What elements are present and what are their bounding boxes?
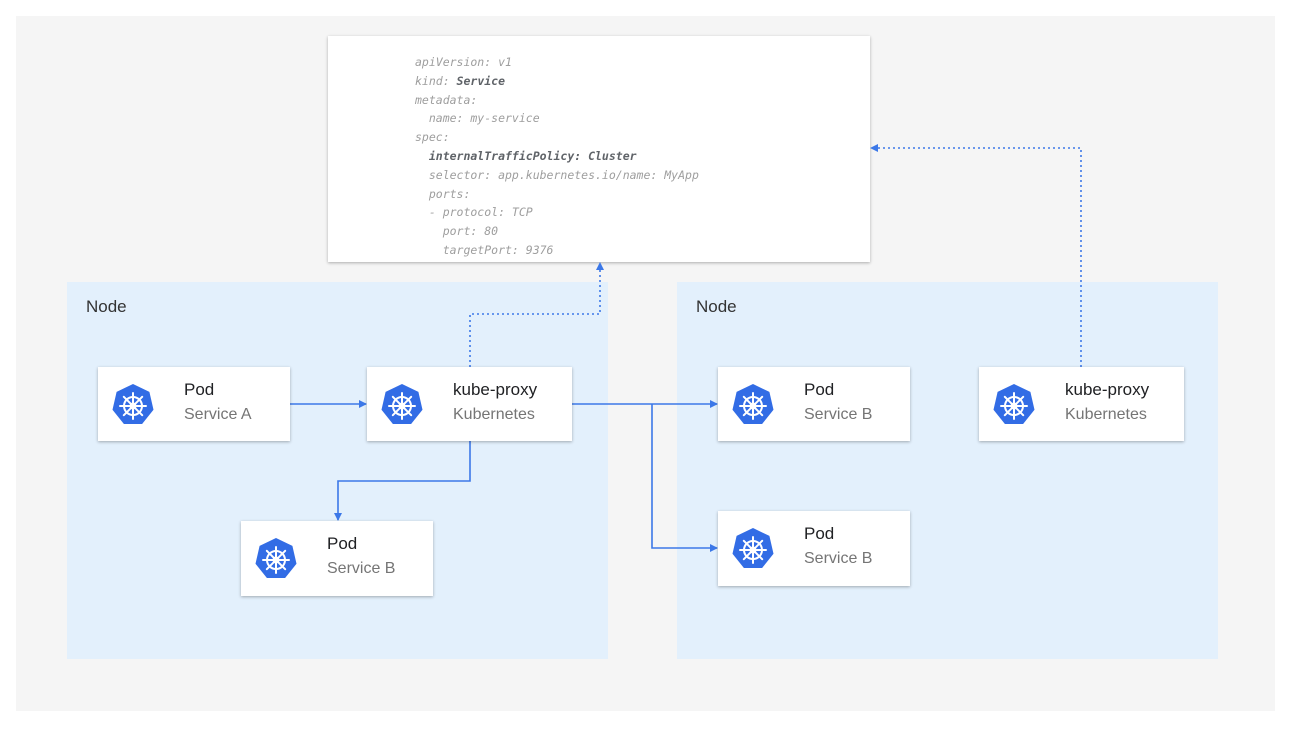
kubernetes-icon (379, 382, 425, 428)
yaml-code: apiVersion: v1 kind: Service metadata: n… (415, 55, 699, 257)
card-title: kube-proxy (1065, 380, 1150, 399)
card-title: Pod (804, 380, 835, 399)
service-yaml-card: apiVersion: v1 kind: Service metadata: n… (328, 36, 870, 262)
node-label: Node (696, 297, 737, 316)
card-subtitle: Service B (804, 406, 873, 423)
kubernetes-icon (730, 526, 776, 572)
card-subtitle: Service A (184, 406, 252, 423)
kubernetes-icon (110, 382, 156, 428)
card-title: kube-proxy (453, 380, 538, 399)
node-right: Node (677, 282, 1218, 659)
card-subtitle: Kubernetes (1065, 406, 1147, 423)
kubernetes-icon (730, 382, 776, 428)
node-label: Node (86, 297, 127, 316)
card-title: Pod (804, 524, 835, 543)
kubernetes-icon (253, 536, 299, 582)
card-subtitle: Service B (804, 550, 873, 567)
card-title: Pod (327, 534, 358, 553)
card-subtitle: Service B (327, 560, 396, 577)
kubernetes-icon (991, 382, 1037, 428)
card-subtitle: Kubernetes (453, 406, 535, 423)
node-left: Node (67, 282, 608, 659)
card-title: Pod (184, 380, 215, 399)
